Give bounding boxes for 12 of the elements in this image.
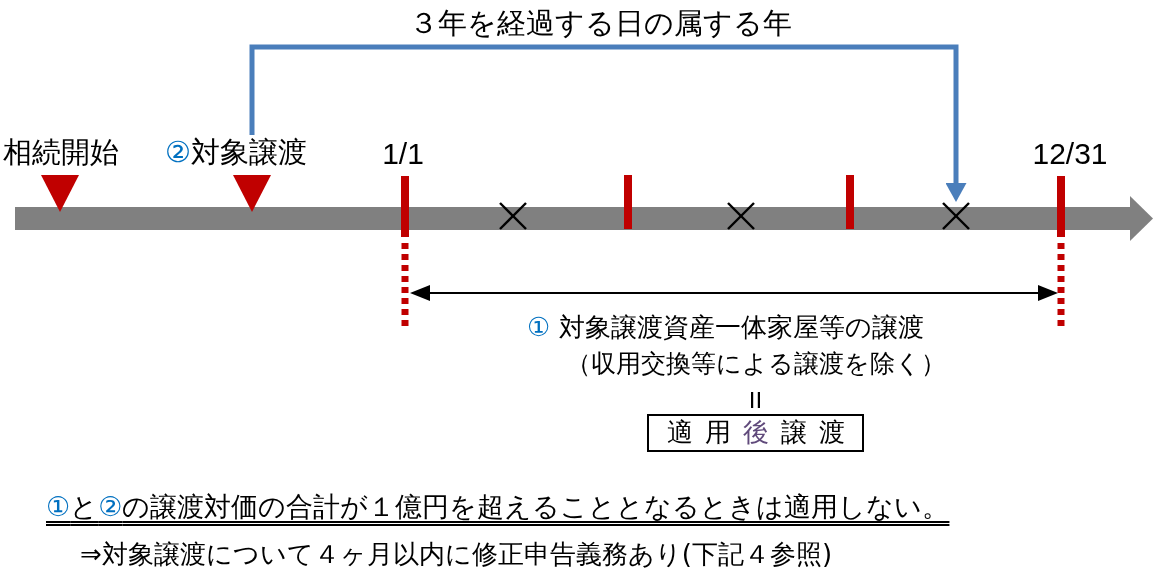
cross-icon <box>942 202 970 230</box>
date-label: 1/1 <box>382 136 424 172</box>
cross-icon <box>727 202 755 230</box>
cross-icon <box>499 202 527 230</box>
elbow-arrow <box>249 44 967 202</box>
result-box: 適用後譲渡 <box>647 414 864 452</box>
description-text: ① 対象譲渡資産一体家屋等の譲渡 <box>527 312 924 344</box>
event-label: ②対象譲渡 <box>165 135 307 170</box>
event-label: 相続開始 <box>3 135 119 170</box>
date-label: 12/31 <box>1032 136 1108 172</box>
description-text: （収用交換等による譲渡を除く） <box>566 349 946 379</box>
note-text: ⇒対象譲渡について４ヶ月以内に修正申告義務あり(下記４参照) <box>80 539 833 571</box>
